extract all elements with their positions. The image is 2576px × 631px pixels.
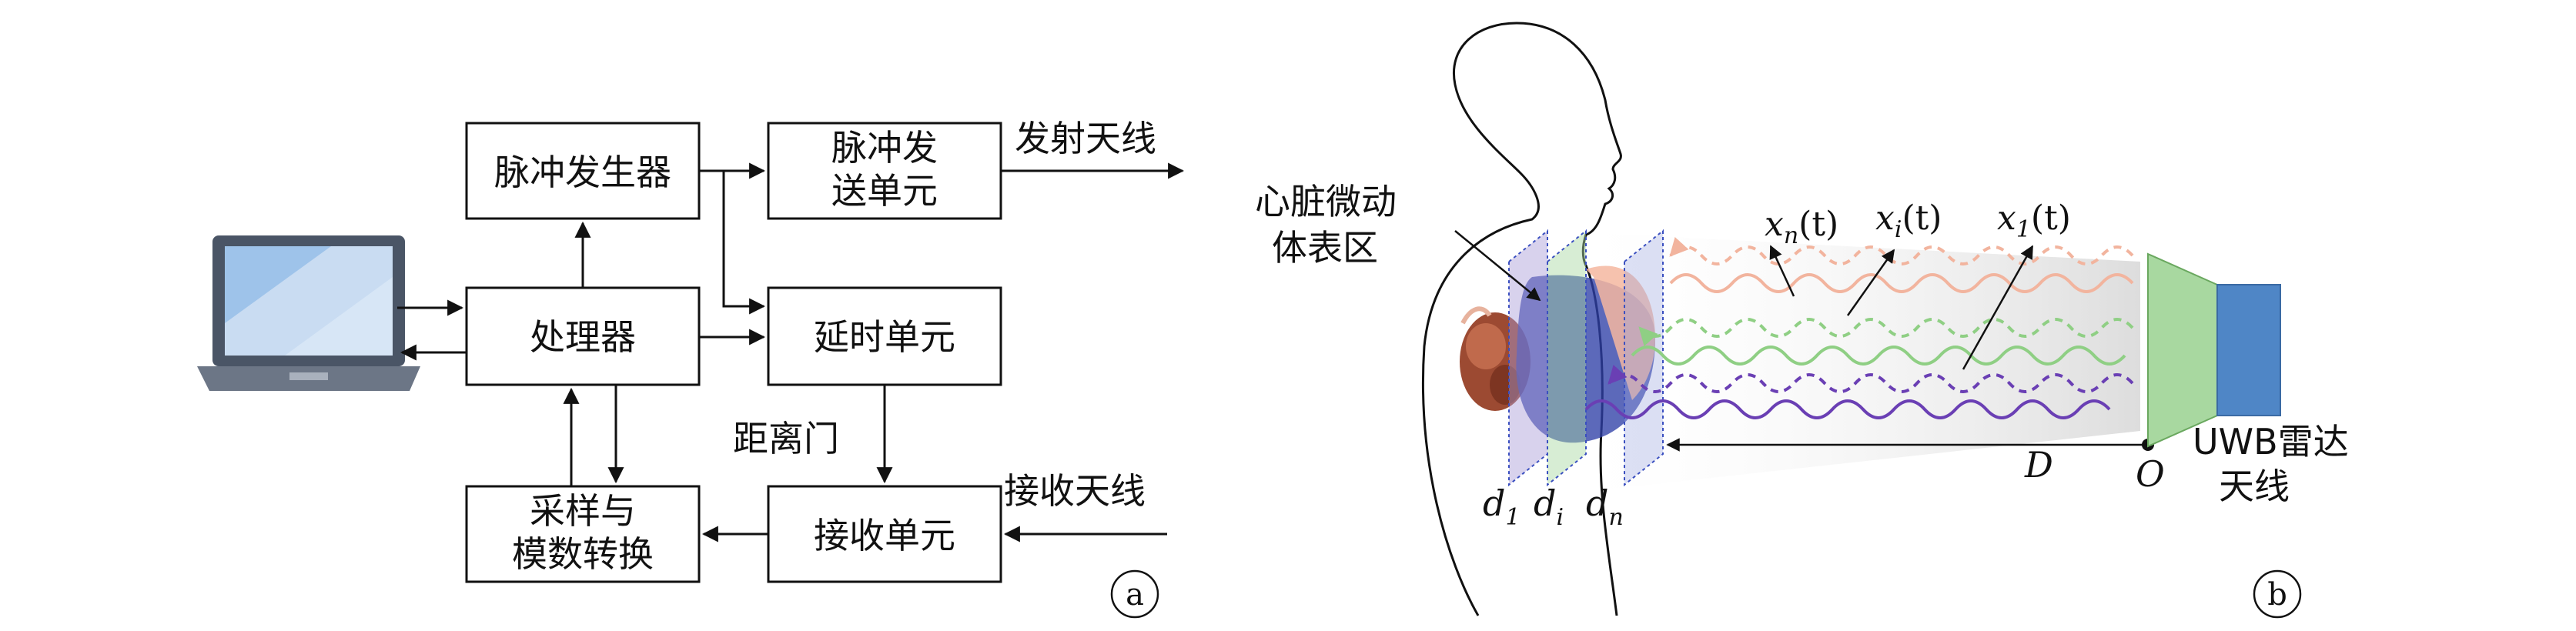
- panel-b-badge-label: b: [2267, 577, 2287, 613]
- radar-label-2: 天线: [2219, 466, 2290, 507]
- panel-a-badge: [1110, 569, 1159, 619]
- panel-a-badge-label: a: [1126, 577, 1144, 613]
- origin-label: O: [2136, 453, 2165, 495]
- panel-b-badge: [2253, 569, 2302, 619]
- sampling-label-2: 模数转换: [512, 533, 654, 575]
- signal-x1-label: x1(t): [1997, 199, 2071, 243]
- wave-green-solid: [1631, 346, 2126, 366]
- delay-unit-label: 延时单元: [814, 316, 955, 358]
- wave-purple-dashed: [1607, 364, 2134, 393]
- pulse-generator-label: 脉冲发生器: [494, 152, 671, 193]
- wave-group: [1584, 236, 2134, 419]
- panel-a: 脉冲发生器 脉冲发 送单元 处理器 延时单元 采样与 模数转换 接收单元: [197, 118, 1185, 619]
- plane-dn: [1624, 229, 1664, 487]
- plane-d1-label: d1: [1483, 482, 1521, 531]
- rx-antenna-label: 接收天线: [1004, 470, 1146, 512]
- body-area-label-1: 心脏微动: [1255, 181, 1397, 222]
- pulse-tx-block: [767, 122, 1002, 220]
- block-connectors: [397, 162, 1185, 543]
- distance-label: D: [2024, 444, 2053, 486]
- wave-purple-solid: [1584, 399, 2111, 419]
- signal-xn-label: xn(t): [1765, 205, 1838, 249]
- tx-antenna-label: 发射天线: [1015, 118, 1156, 159]
- wave-green-dashed: [1638, 318, 2134, 347]
- radar-label-1: UWB雷达: [2193, 421, 2349, 462]
- receiver-unit-block: [767, 485, 1002, 583]
- human-silhouette: [1421, 22, 1622, 616]
- uwb-antenna-icon: [2147, 252, 2281, 448]
- sampling-block: [465, 485, 701, 583]
- range-gate-label: 距离门: [733, 418, 839, 459]
- plane-dn-label: dn: [1586, 482, 1624, 531]
- panel-b: 心脏微动 体表区 xn(t) xi(t) x1(t) d1 di dn D O …: [1255, 22, 2349, 619]
- heart-icon: [1460, 306, 1531, 411]
- body-area-label-2: 体表区: [1272, 227, 1378, 269]
- pulse-tx-label-2: 送单元: [831, 170, 938, 212]
- plane-di: [1547, 229, 1587, 487]
- radar-beam: [1555, 231, 2140, 492]
- plane-d1: [1508, 229, 1548, 487]
- signal-xi-label: xi(t): [1875, 199, 1942, 243]
- leader-lines: [1454, 230, 2148, 452]
- laptop-icon: [197, 235, 420, 391]
- pulse-tx-label-1: 脉冲发: [831, 127, 938, 169]
- processor-label: 处理器: [530, 316, 636, 358]
- plane-di-label: di: [1534, 482, 1564, 531]
- receiver-unit-label: 接收单元: [814, 515, 955, 556]
- sampling-label-1: 采样与: [530, 490, 636, 532]
- wave-orange-dashed: [1669, 236, 2134, 265]
- chest-surface-highlight: [1586, 265, 1655, 400]
- wave-orange-solid: [1669, 273, 2134, 293]
- range-planes: [1508, 229, 1664, 487]
